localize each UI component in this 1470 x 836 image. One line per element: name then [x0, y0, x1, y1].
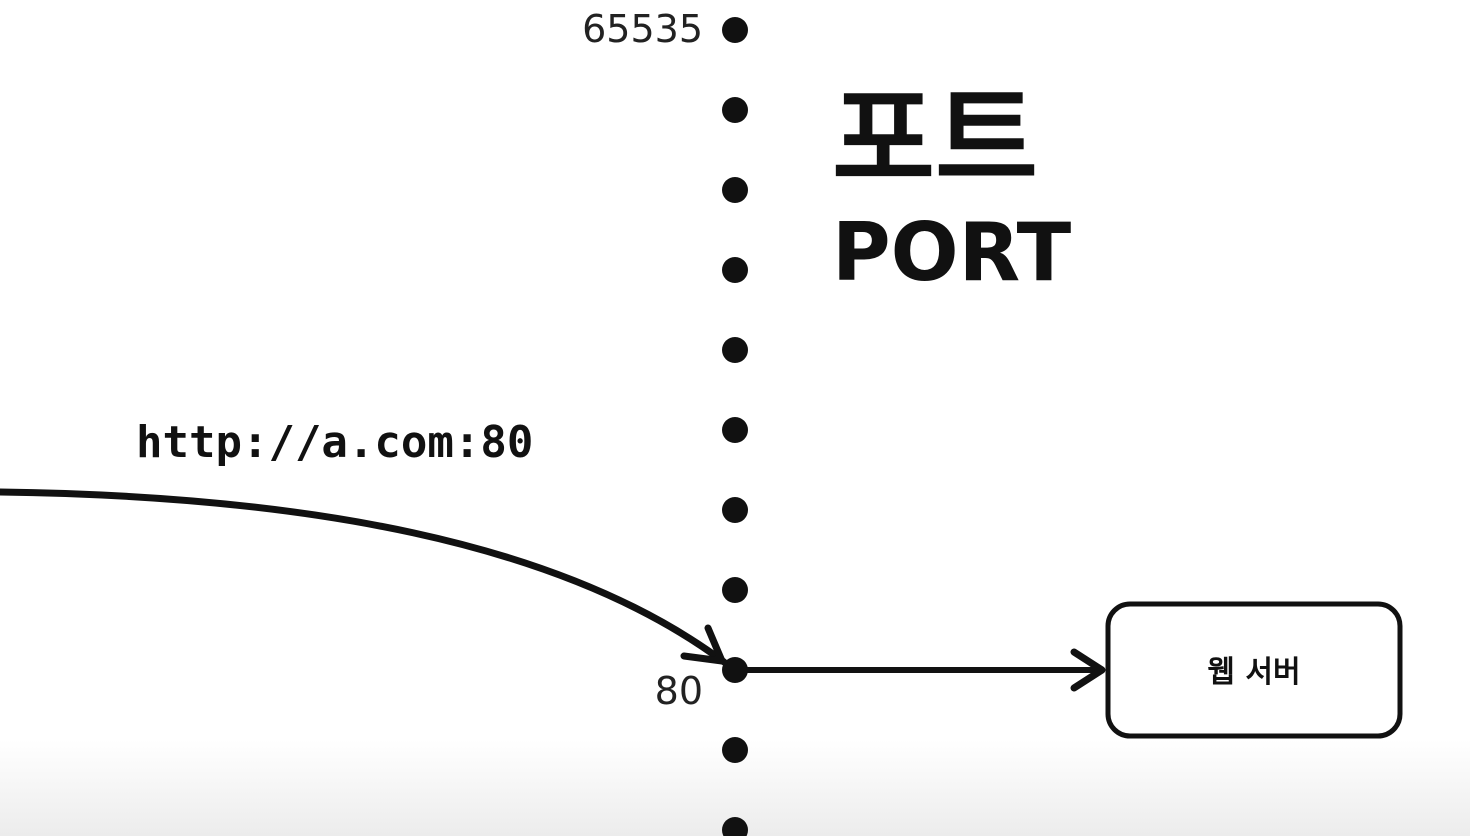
forward-arrowhead: [1070, 648, 1106, 692]
port-dot: [722, 257, 748, 283]
web-server-box: [1105, 601, 1403, 739]
port-dot: [722, 177, 748, 203]
title-korean: 포트: [832, 75, 1038, 205]
port-dot: [722, 417, 748, 443]
port-dot: [722, 817, 748, 836]
request-arrow: [0, 488, 728, 666]
port-dot: [722, 337, 748, 363]
port-dot: [722, 657, 748, 683]
port-80-label: 80: [655, 669, 703, 713]
port-dot: [722, 17, 748, 43]
port-dot: [722, 737, 748, 763]
port-dot: [722, 97, 748, 123]
web-server-label: 웹 서버: [1207, 655, 1300, 690]
port-dot: [722, 497, 748, 523]
request-url-label: http://a.com:80: [136, 417, 533, 468]
port-axis-dots: [722, 17, 748, 836]
port-max-label: 65535: [582, 7, 703, 51]
title-english: PORT: [832, 206, 1072, 299]
request-arrowhead: [680, 624, 726, 665]
port-dot: [722, 577, 748, 603]
